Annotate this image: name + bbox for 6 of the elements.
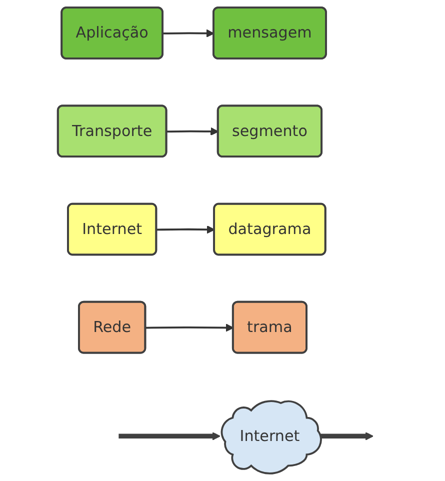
arrow (146, 324, 234, 332)
arrow (167, 127, 220, 136)
arrow (163, 29, 215, 38)
arrow (157, 225, 216, 234)
arrow (119, 432, 221, 440)
arrow (320, 432, 374, 440)
